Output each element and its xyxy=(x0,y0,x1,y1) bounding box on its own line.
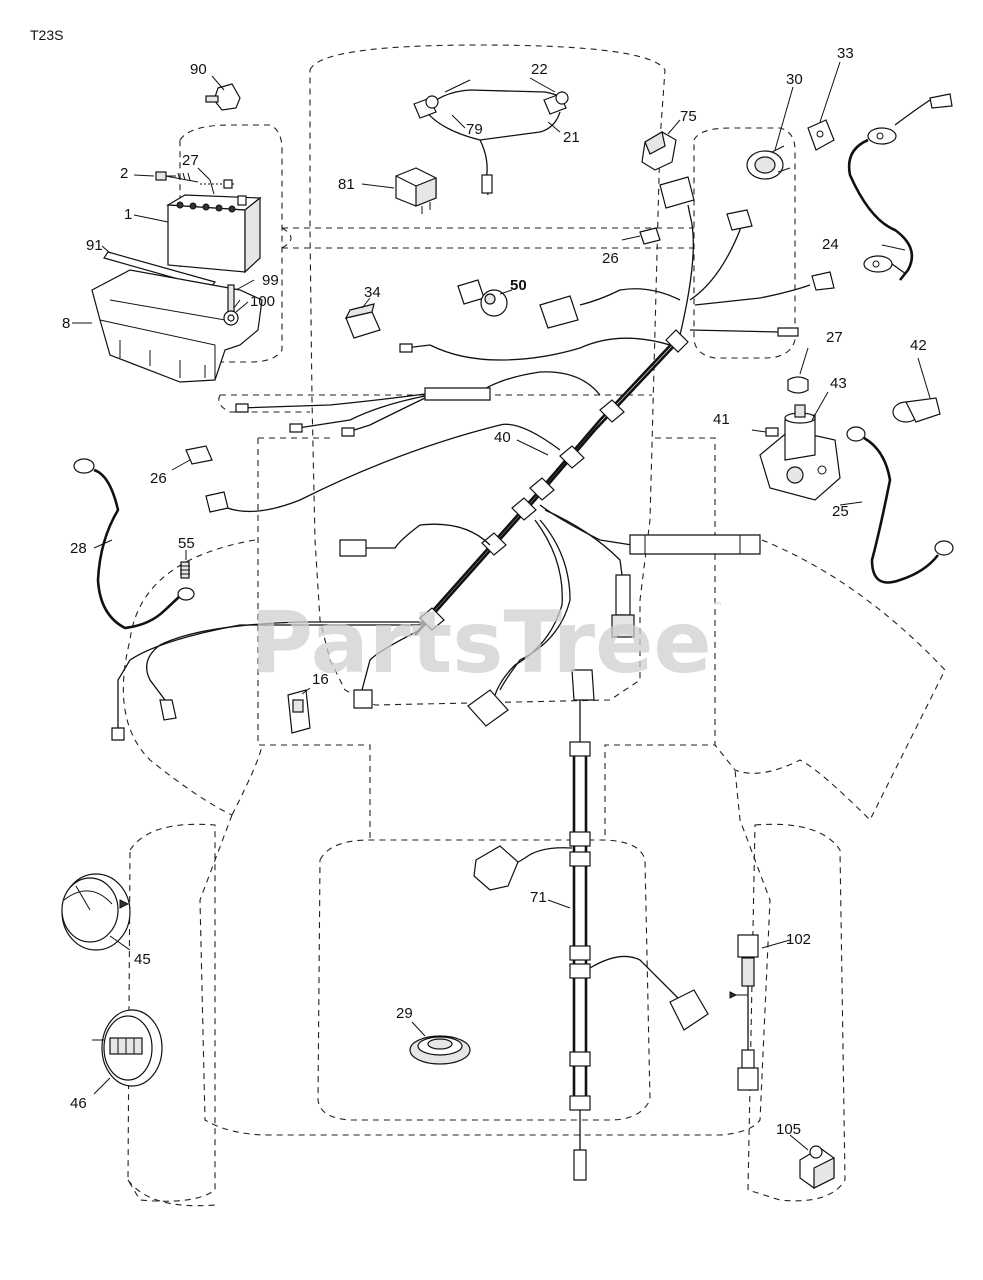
part-105-switch xyxy=(789,1134,835,1189)
callout-26-top: 26 xyxy=(602,250,619,267)
callout-16: 16 xyxy=(312,671,329,688)
part-22-light-harness xyxy=(413,77,569,196)
callout-45: 45 xyxy=(134,951,151,968)
part-29-grommet xyxy=(409,1021,471,1065)
callouts: 90 22 75 30 33 2 27 79 21 81 1 26 24 91 … xyxy=(62,45,927,1138)
part-45-gauge xyxy=(61,873,131,951)
callout-25: 25 xyxy=(832,503,849,520)
part-33-bracket xyxy=(807,61,841,151)
callout-22: 22 xyxy=(531,61,548,78)
callout-99: 99 xyxy=(262,272,279,289)
part-26-clip-top xyxy=(621,227,661,245)
part-24-cable xyxy=(847,93,953,281)
harness-branches xyxy=(111,204,835,741)
part-8-battery-tray xyxy=(91,251,263,383)
part-55-screw xyxy=(180,550,190,579)
part-40-main-harness xyxy=(414,329,689,636)
part-1-battery xyxy=(155,171,262,274)
callout-71: 71 xyxy=(530,889,547,906)
part-34-connector xyxy=(344,297,381,339)
part-71-harness xyxy=(473,669,709,1181)
callout-91: 91 xyxy=(86,237,103,254)
callout-40: 40 xyxy=(494,429,511,446)
part-43-solenoid xyxy=(751,347,841,501)
callout-81: 81 xyxy=(338,176,355,193)
callout-26-left: 26 xyxy=(150,470,167,487)
part-90-switch xyxy=(205,75,241,111)
part-81-relay xyxy=(361,167,437,214)
part-30-ignition-switch xyxy=(746,86,794,180)
part-42-boot xyxy=(892,357,941,423)
callout-34: 34 xyxy=(364,284,381,301)
callout-1: 1 xyxy=(124,206,132,223)
callout-27-right: 27 xyxy=(826,329,843,346)
callout-46: 46 xyxy=(70,1095,87,1112)
part-46-hour-meter xyxy=(92,1009,163,1095)
callout-102: 102 xyxy=(786,931,811,948)
callout-43: 43 xyxy=(830,375,847,392)
callout-42: 42 xyxy=(910,337,927,354)
callout-8: 8 xyxy=(62,315,70,332)
callout-28: 28 xyxy=(70,540,87,557)
chassis-outline xyxy=(122,44,946,1207)
callout-33: 33 xyxy=(837,45,854,62)
diagram-code: T23S xyxy=(30,27,63,43)
callout-100: 100 xyxy=(250,293,275,310)
part-25-cable xyxy=(839,426,954,584)
callout-24: 24 xyxy=(822,236,839,253)
watermark-trademark: ™ xyxy=(712,600,723,613)
callout-55: 55 xyxy=(178,535,195,552)
part-50-switch xyxy=(457,279,508,317)
part-28-cable xyxy=(73,458,195,630)
callout-79: 79 xyxy=(466,121,483,138)
callout-29: 29 xyxy=(396,1005,413,1022)
part-75-switch xyxy=(641,119,695,209)
callout-21: 21 xyxy=(563,129,580,146)
callout-41: 41 xyxy=(713,411,730,428)
callout-27-top: 27 xyxy=(182,152,199,169)
callout-75: 75 xyxy=(680,108,697,125)
part-16-switch xyxy=(287,687,311,734)
callout-90: 90 xyxy=(190,61,207,78)
callout-105: 105 xyxy=(776,1121,801,1138)
part-26-clip-left xyxy=(171,445,213,471)
callout-50: 50 xyxy=(510,277,527,294)
watermark: PartsTree xyxy=(250,593,712,693)
callout-2: 2 xyxy=(120,165,128,182)
part-102-connector xyxy=(729,934,791,1091)
callout-30: 30 xyxy=(786,71,803,88)
leader-lines xyxy=(72,167,513,324)
